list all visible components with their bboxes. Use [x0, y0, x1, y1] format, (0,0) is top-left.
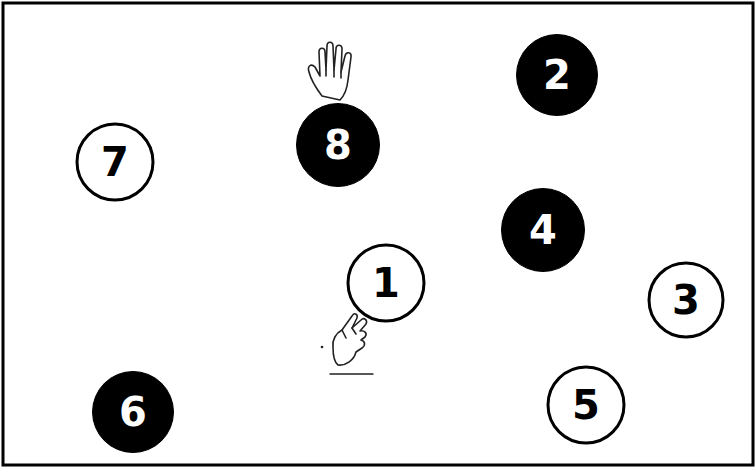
- callout-number: 1: [372, 263, 400, 303]
- outlined-number-circle: 5: [546, 365, 626, 445]
- circle-shape: [502, 189, 585, 272]
- frame-border: [3, 3, 753, 465]
- callout-number: 2: [543, 55, 571, 95]
- circle-shape: [348, 245, 424, 321]
- number-holder: 7: [75, 122, 155, 202]
- circle-shape: [649, 263, 723, 337]
- callout-number: 8: [324, 125, 352, 165]
- callout-number: 3: [672, 280, 700, 320]
- circle-shape: [517, 35, 598, 116]
- callout-number: 4: [529, 210, 557, 250]
- outlined-number-circle: 3: [647, 261, 725, 339]
- number-holder: 2: [516, 34, 598, 116]
- filled-number-circle: 4: [501, 188, 585, 272]
- raised-hand-icon: [308, 42, 351, 100]
- number-holder: 4: [501, 188, 585, 272]
- number-holder: 8: [296, 103, 380, 187]
- number-holder: 6: [92, 371, 174, 453]
- circle-shape: [297, 104, 380, 187]
- filled-number-circle: 2: [516, 34, 598, 116]
- number-holder: 5: [546, 365, 626, 445]
- circle-shape: [77, 124, 153, 200]
- circle-shape: [93, 372, 174, 453]
- callout-number: 6: [119, 392, 147, 432]
- number-holder: 1: [346, 243, 426, 323]
- outlined-number-circle: 7: [75, 122, 155, 202]
- callout-number: 7: [101, 142, 129, 182]
- pointing-hand-icon: [321, 314, 373, 374]
- callout-number: 5: [572, 385, 600, 425]
- outlined-number-circle: 1: [346, 243, 426, 323]
- number-holder: 3: [647, 261, 725, 339]
- filled-number-circle: 6: [92, 371, 174, 453]
- filled-number-circle: 8: [296, 103, 380, 187]
- circle-shape: [548, 367, 624, 443]
